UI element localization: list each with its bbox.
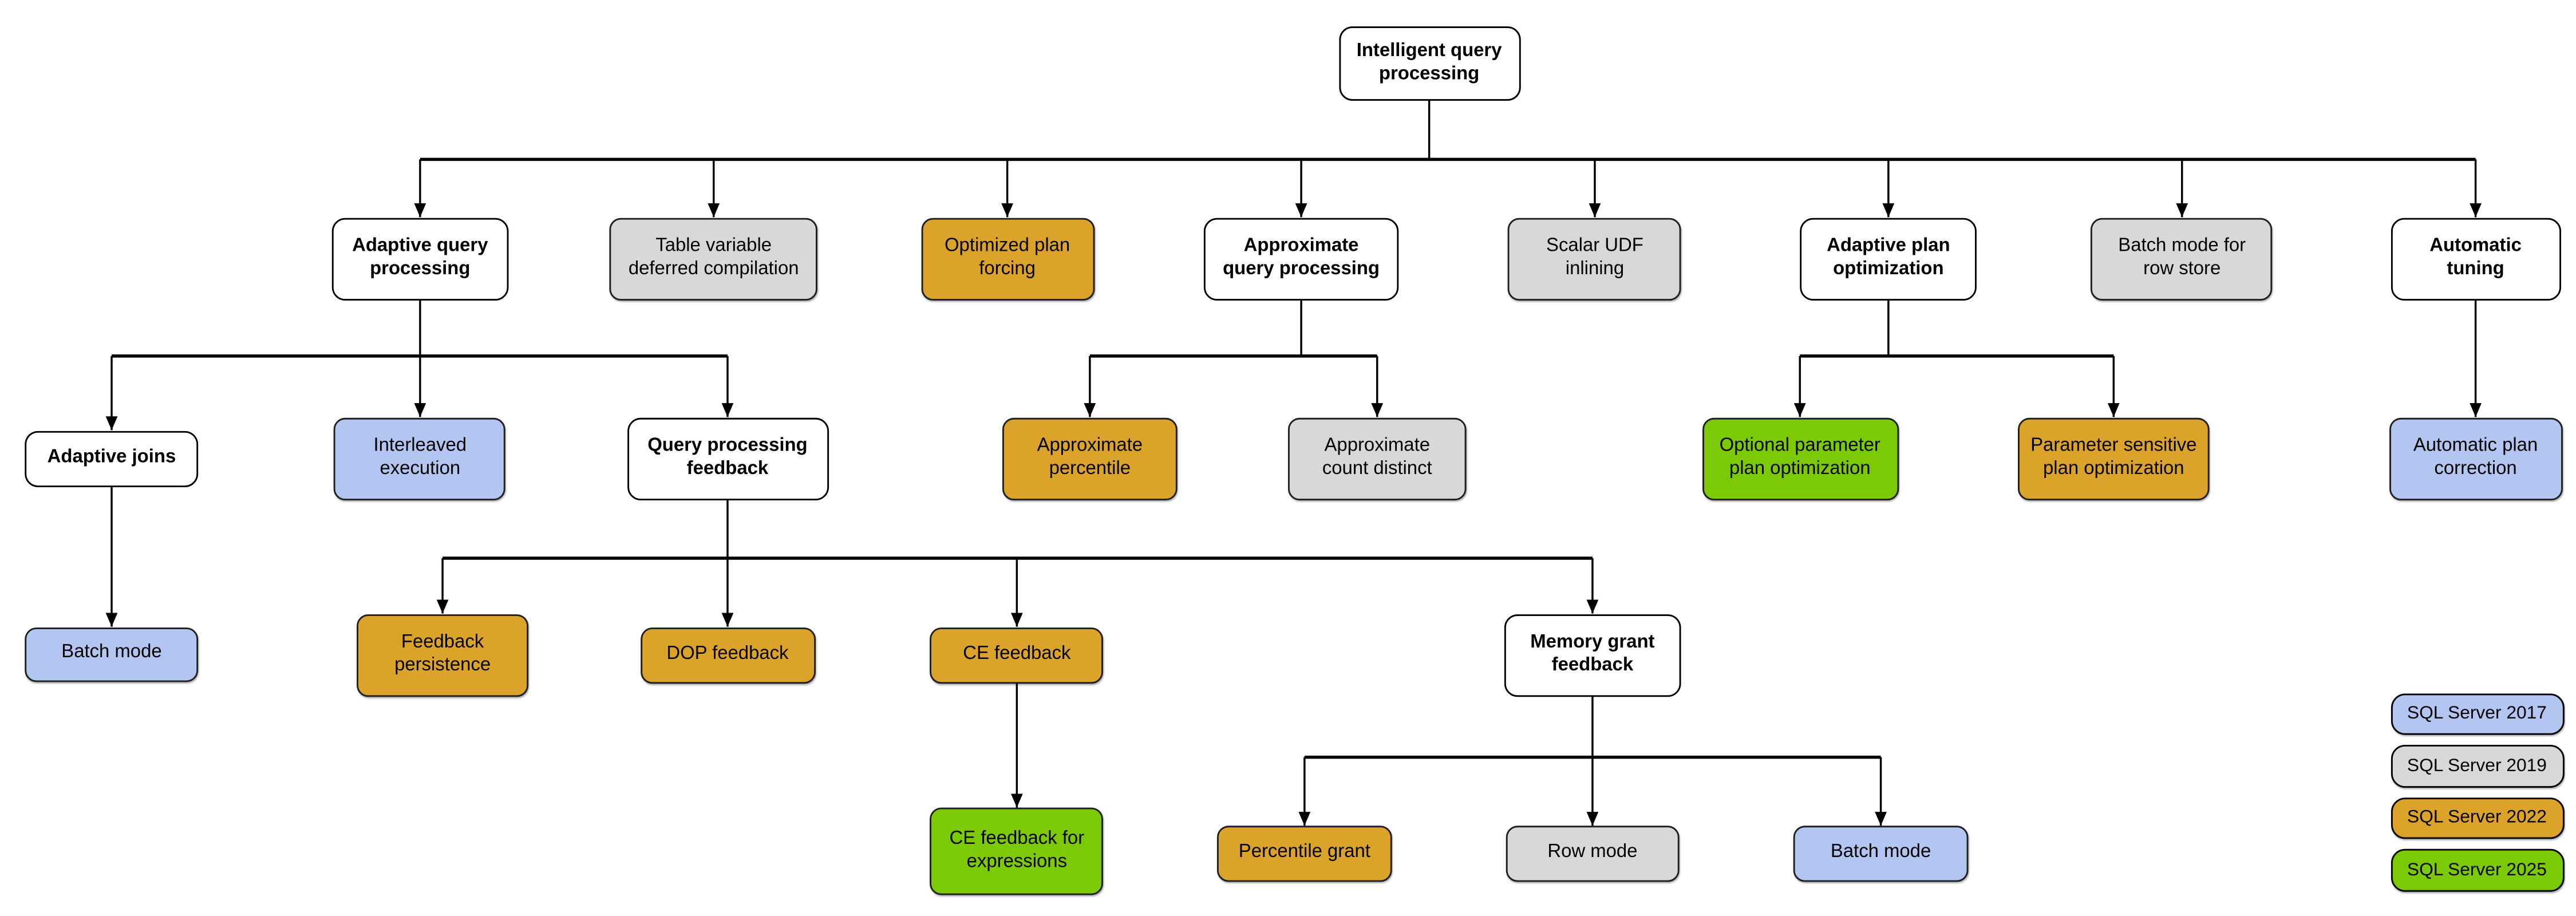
node-adaptive-query-processing: Adaptive query processing [331, 217, 509, 300]
node-parameter-sensitive-plan-optimization: Parameter sensitive plan optimization [2018, 417, 2210, 500]
node-batch-mode-memory-grant: Batch mode [1793, 826, 1969, 882]
node-approximate-query-processing: Approximate query processing [1203, 217, 1399, 300]
node-batch-mode-adaptive: Batch mode [25, 626, 199, 681]
node-optimized-plan-forcing: Optimized plan forcing [920, 217, 1095, 300]
node-approximate-count-distinct: Approximate count distinct [1288, 417, 1467, 500]
node-query-processing-feedback: Query processing feedback [626, 417, 828, 500]
legend-item-sql-server-2022: SQL Server 2022 [2390, 796, 2564, 839]
node-row-mode: Row mode [1506, 826, 1680, 882]
node-adaptive-plan-optimization: Adaptive plan optimization [1800, 217, 1977, 300]
legend-item-sql-server-2019: SQL Server 2019 [2390, 744, 2564, 787]
node-batch-mode-for-row-store: Batch mode for row store [2091, 217, 2273, 300]
node-ce-feedback: CE feedback [930, 626, 1104, 683]
node-percentile-grant: Percentile grant [1216, 826, 1392, 882]
node-adaptive-joins: Adaptive joins [25, 430, 199, 487]
node-approximate-percentile: Approximate percentile [1002, 417, 1178, 500]
node-interleaved-execution: Interleaved execution [334, 417, 506, 500]
legend-item-sql-server-2017: SQL Server 2017 [2390, 693, 2564, 735]
node-feedback-persistence: Feedback persistence [357, 613, 529, 696]
node-ce-feedback-for-expressions: CE feedback for expressions [930, 807, 1104, 895]
node-memory-grant-feedback: Memory grant feedback [1504, 613, 1681, 696]
node-automatic-tuning: Automatic tuning [2391, 217, 2561, 300]
node-root: Intelligent query processing [1338, 26, 1520, 101]
node-scalar-udf-inlining: Scalar UDF inlining [1508, 217, 1682, 300]
legend-item-sql-server-2025: SQL Server 2025 [2390, 848, 2564, 891]
node-table-variable-deferred-compilation: Table variable deferred compilation [609, 217, 818, 300]
node-dop-feedback: DOP feedback [640, 626, 815, 683]
node-optional-parameter-plan-optimization: Optional parameter plan optimization [1701, 417, 1898, 500]
node-automatic-plan-correction: Automatic plan correction [2389, 417, 2563, 500]
